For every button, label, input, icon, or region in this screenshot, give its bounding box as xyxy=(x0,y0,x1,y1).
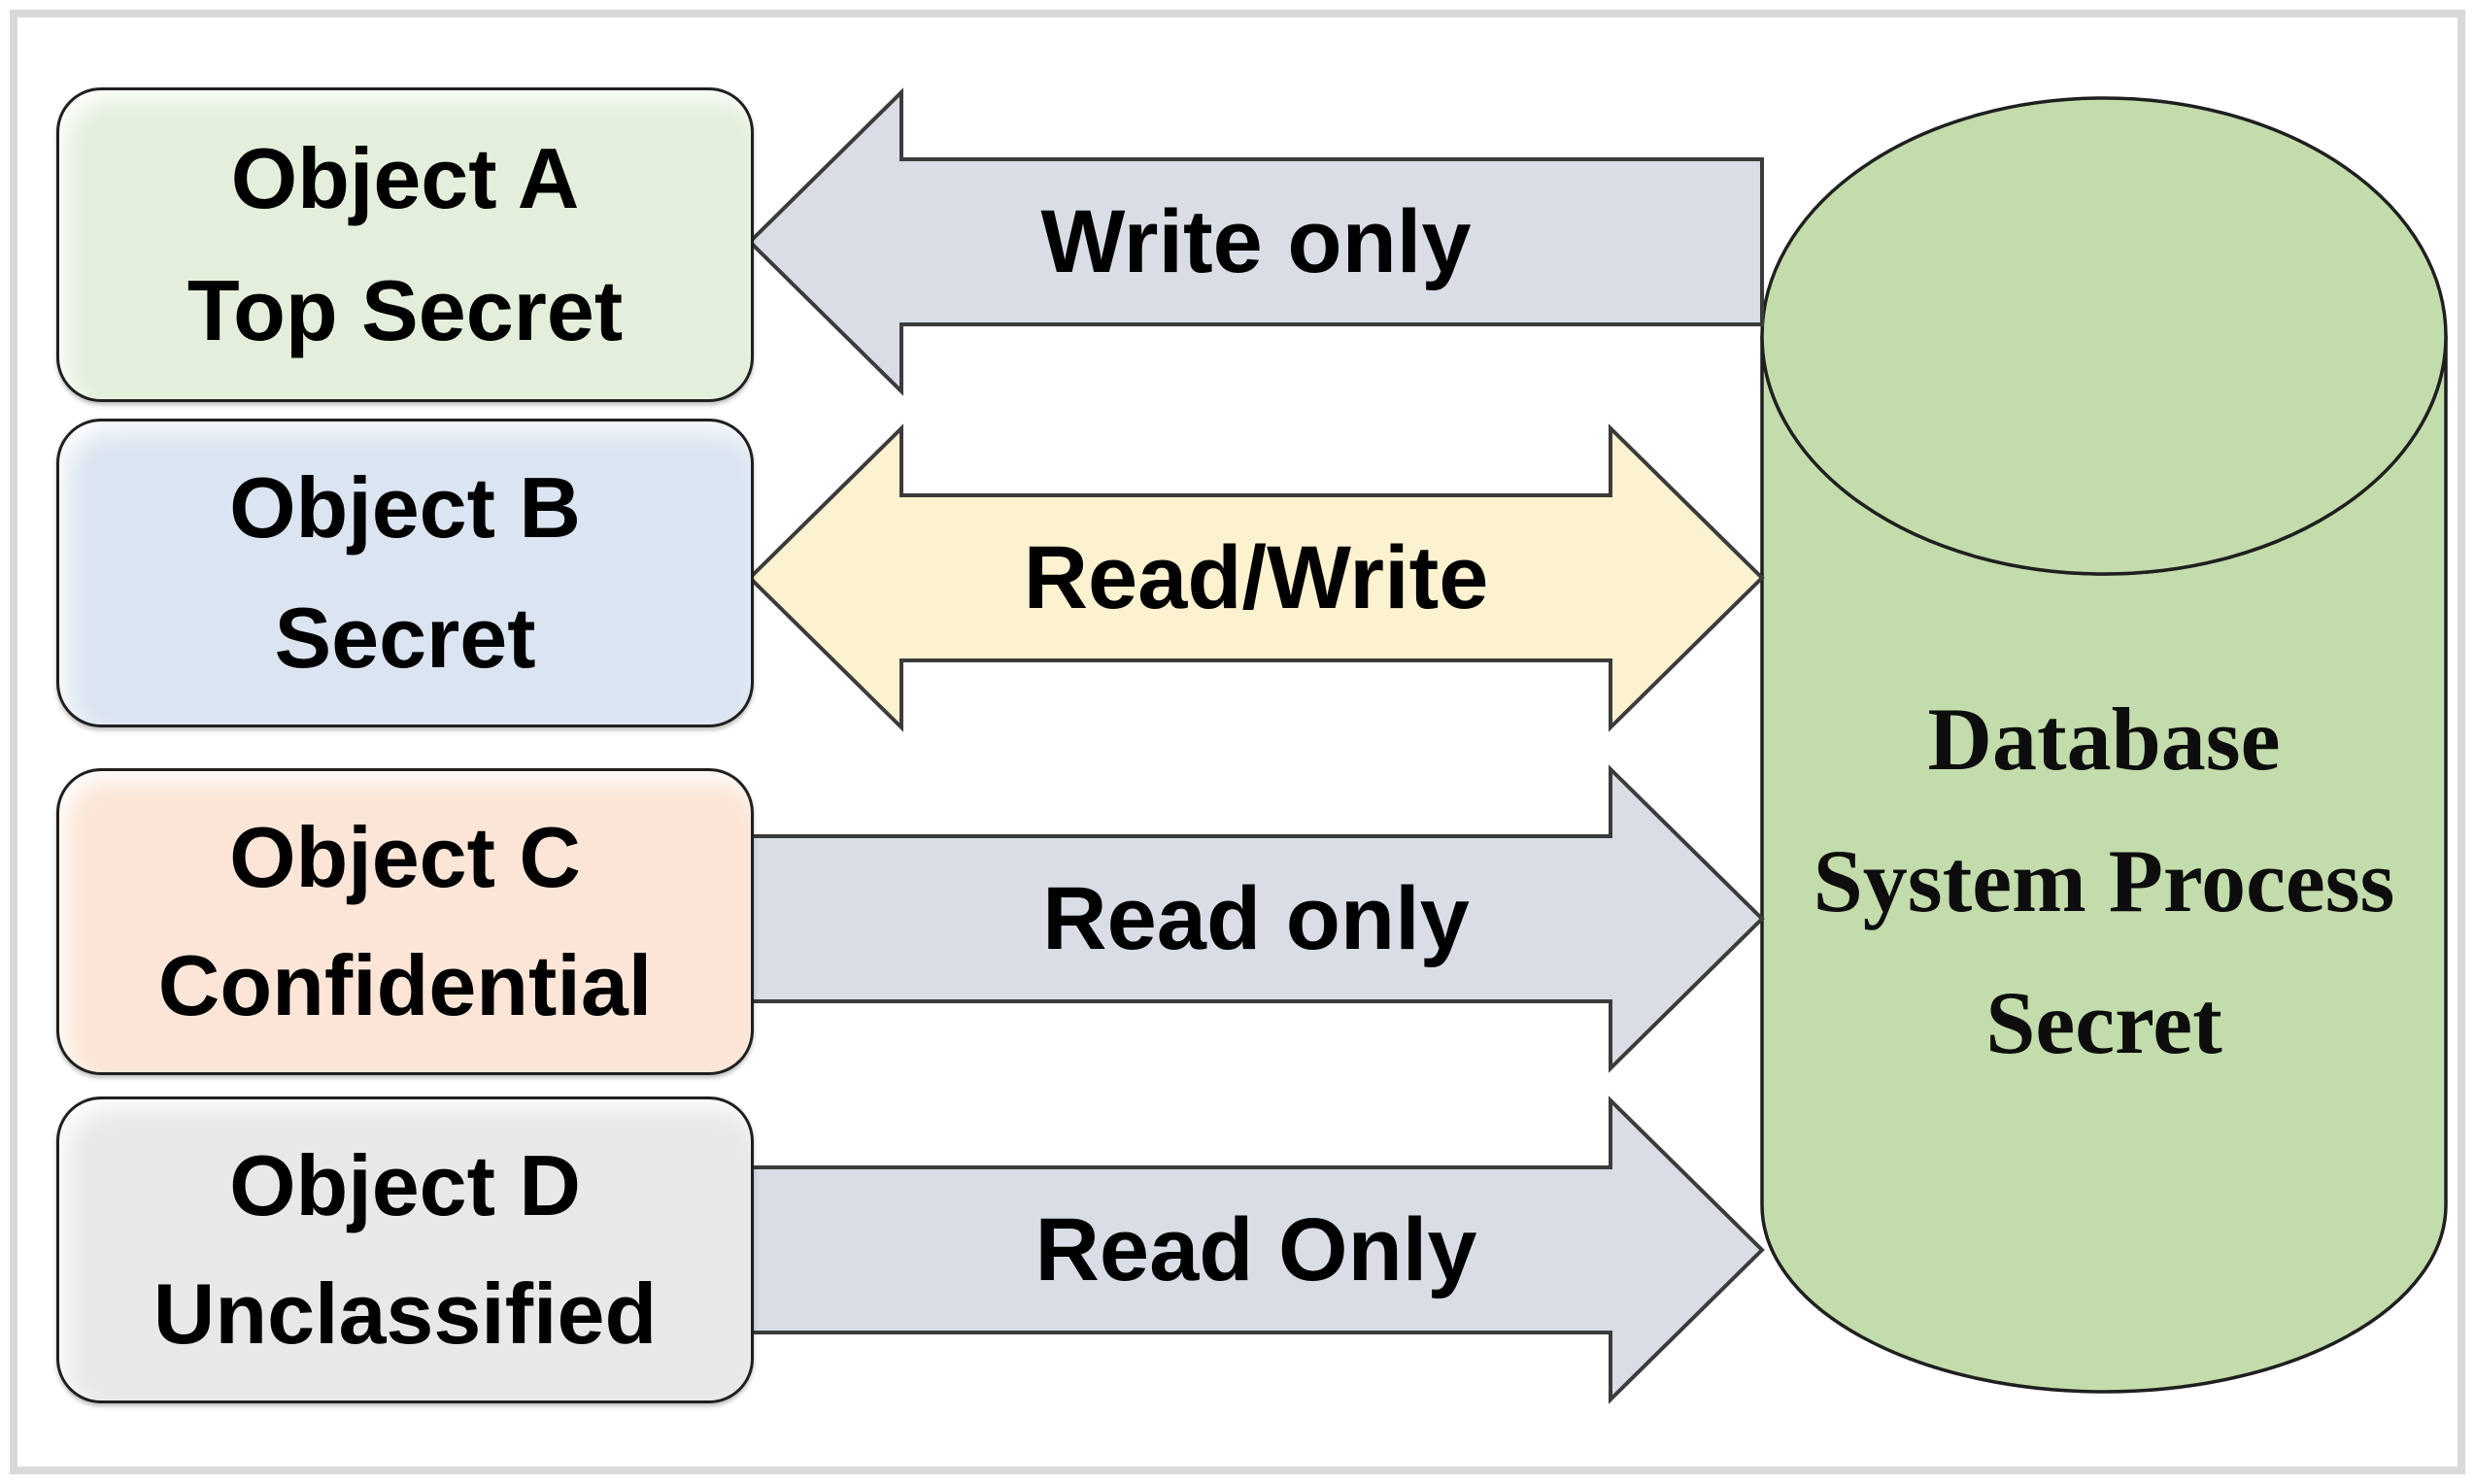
database-label-line2: System Process xyxy=(1813,831,2395,930)
object-b-name: Object B xyxy=(229,459,581,556)
object-a-classification: Top Secret xyxy=(186,261,624,358)
read-only-arrow-2: Read Only xyxy=(746,1095,1766,1405)
left-arrow-shape xyxy=(747,87,1764,396)
write-only-label: Write only xyxy=(1040,191,1472,291)
database-label-line1: Database xyxy=(1927,690,2281,789)
right-arrow-shape xyxy=(748,764,1765,1073)
object-c-classification: Confidential xyxy=(157,937,653,1034)
read-only-2-label: Read Only xyxy=(1034,1199,1477,1299)
object-c-name: Object C xyxy=(229,808,581,905)
read-write-label: Read/Write xyxy=(1023,527,1489,627)
object-a-box: Object A Top Secret xyxy=(56,87,754,402)
database-label: Database System Process Secret xyxy=(1758,668,2450,1094)
read-write-arrow: Read/Write xyxy=(746,422,1766,733)
object-c-box: Object C Confidential xyxy=(56,768,754,1075)
object-b-box: Object B Secret xyxy=(56,419,754,727)
object-a-name: Object A xyxy=(230,130,580,227)
read-only-label: Read only xyxy=(1042,868,1470,968)
read-only-arrow: Read only xyxy=(746,763,1766,1074)
database-cylinder xyxy=(1760,96,2448,1394)
cylinder-top xyxy=(1760,96,2448,576)
right-arrow-shape xyxy=(748,1096,1765,1404)
database-label-line3: Secret xyxy=(1985,973,2222,1072)
write-only-arrow: Write only xyxy=(746,86,1766,397)
object-d-box: Object D Unclassified xyxy=(56,1096,754,1403)
object-d-name: Object D xyxy=(229,1136,581,1233)
object-d-classification: Unclassified xyxy=(153,1265,658,1363)
double-arrow-shape xyxy=(747,423,1765,732)
object-b-classification: Secret xyxy=(274,589,536,686)
diagram-frame xyxy=(10,10,2465,1474)
